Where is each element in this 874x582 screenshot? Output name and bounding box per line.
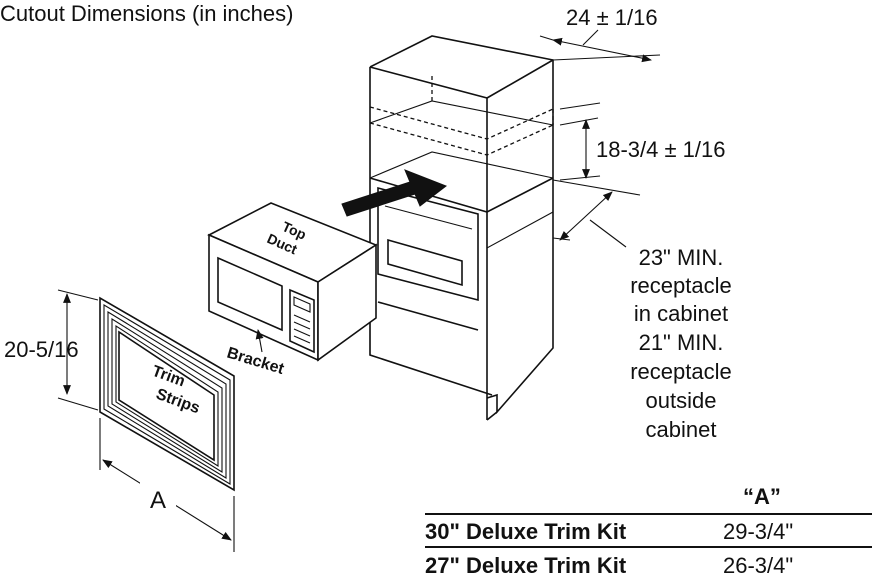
receptacle-note-line: cabinet <box>646 417 717 442</box>
receptacle-note-line: receptacle <box>630 273 732 298</box>
table-cell-a: 29-3/4" <box>723 519 793 544</box>
dimension-height: 18-3/4 ± 1/16 <box>559 102 726 181</box>
dimension-trim-width-label: A <box>150 487 166 514</box>
trim-frame: Trim Strips <box>99 296 235 492</box>
dimension-trim-height: 20-5/16 <box>4 289 99 411</box>
insert-arrow <box>341 169 448 217</box>
receptacle-note-line: outside <box>646 388 717 413</box>
receptacle-note-line: in cabinet <box>634 301 728 326</box>
dimension-depth <box>552 179 641 248</box>
dimension-trim-height-label: 20-5/16 <box>4 337 79 362</box>
table-cell-kit: 30" Deluxe Trim Kit <box>425 519 627 544</box>
dimension-width: 24 ± 1/16 <box>539 5 661 63</box>
receptacle-note-line: 21" MIN. <box>639 330 724 355</box>
receptacle-note-line: receptacle <box>630 359 732 384</box>
receptacle-note: 23" MIN. receptacle in cabinet 21" MIN. … <box>630 245 732 442</box>
receptacle-note-line: 23" MIN. <box>639 245 724 270</box>
trim-strips-label: Strips <box>154 386 203 418</box>
dimension-trim-width: A <box>99 418 235 552</box>
bracket-label: Bracket <box>225 345 287 379</box>
table-cell-a: 26-3/4" <box>723 553 793 578</box>
dimension-height-label: 18-3/4 ± 1/16 <box>596 137 726 162</box>
table-column-header: “A” <box>743 484 781 509</box>
table-cell-kit: 27" Deluxe Trim Kit <box>425 553 627 578</box>
microwave: Top Duct <box>207 202 378 362</box>
cabinet <box>369 35 554 421</box>
trim-strips-label: Trim <box>150 363 188 391</box>
trim-kit-table: “A” 30" Deluxe Trim Kit 29-3/4" 27" Delu… <box>425 484 872 578</box>
dimension-width-label: 24 ± 1/16 <box>566 5 658 30</box>
diagram-title: Cutout Dimensions (in inches) <box>0 1 293 26</box>
